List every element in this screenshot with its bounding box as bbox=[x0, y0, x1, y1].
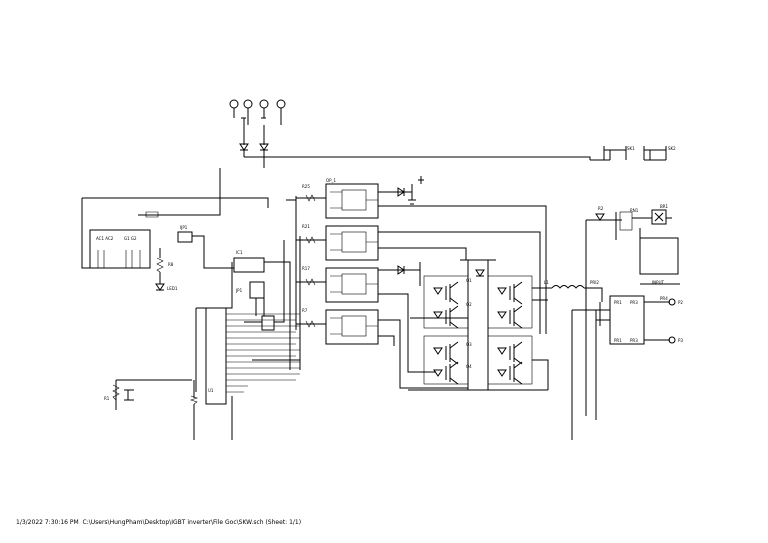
led-label: LED1 bbox=[167, 286, 178, 291]
svg-text:R25: R25 bbox=[302, 184, 310, 189]
svg-text:PR3: PR3 bbox=[630, 300, 638, 305]
bus-lines bbox=[252, 199, 301, 370]
svg-text:R21: R21 bbox=[302, 224, 310, 229]
rn1-label: RN1 bbox=[630, 208, 639, 213]
sk1-label: SK1 bbox=[627, 146, 635, 151]
svg-text:R7: R7 bbox=[302, 308, 308, 313]
u1-connector-strip: U1 bbox=[190, 262, 300, 440]
q3-label: Q3 bbox=[466, 342, 472, 347]
l1-label: L1 bbox=[544, 280, 549, 285]
svg-text:G1 G2: G1 G2 bbox=[124, 236, 137, 241]
svg-text:AC1 AC2: AC1 AC2 bbox=[96, 236, 114, 241]
left-ic-block: AC1 AC2 G1 G2 LED1 R8 bbox=[81, 168, 269, 291]
sk2-label: SK2 bbox=[668, 146, 676, 151]
svg-text:PR1: PR1 bbox=[614, 300, 622, 305]
svg-text:PR1: PR1 bbox=[614, 338, 622, 343]
bootstrap-network bbox=[378, 176, 547, 389]
svg-text:R17: R17 bbox=[302, 266, 310, 271]
opto-driver-column: OP_1 R25 R21 R17 R7 bbox=[295, 178, 379, 345]
r-left-label: R1 bbox=[104, 396, 110, 401]
sk-connectors: SK1 SK2 bbox=[590, 146, 676, 161]
ic1-area: IJP1 IC1 JP1 bbox=[177, 225, 291, 331]
svg-text:P3: P3 bbox=[678, 338, 683, 343]
jp1-label: JP1 bbox=[235, 288, 243, 293]
output-transformer: PR1 PR3 PR1 PR3 PR4 P2 P3 bbox=[571, 295, 683, 440]
q1-label: Q1 bbox=[466, 278, 472, 283]
output-choke: L1 PRI2 bbox=[532, 280, 603, 302]
print-footer: 1/3/2022 7:30:16 PM C:\Users\HungPham\De… bbox=[16, 519, 301, 526]
q4-label: Q4 bbox=[466, 364, 472, 369]
input-label: INPUT bbox=[652, 280, 665, 285]
svg-text:PR4: PR4 bbox=[660, 296, 668, 301]
input-block: INPUT RN1 BR1 R2 bbox=[585, 204, 680, 416]
u1-label: U1 bbox=[208, 388, 214, 393]
igbt-bridge: Q1 Q2 Q3 Q4 bbox=[408, 259, 549, 391]
trimmer-resistor: R1 bbox=[104, 379, 192, 410]
opto-block-label: OP_1 bbox=[326, 178, 337, 183]
footer-sheet: (Sheet: 1/1) bbox=[265, 519, 302, 526]
q2-label: Q2 bbox=[466, 302, 472, 307]
footer-timestamp: 1/3/2022 7:30:16 PM bbox=[16, 519, 79, 526]
svg-text:P2: P2 bbox=[678, 300, 683, 305]
svg-text:IJP1: IJP1 bbox=[180, 225, 188, 230]
ic1-label: IC1 bbox=[236, 250, 243, 255]
svg-text:R8: R8 bbox=[168, 262, 174, 267]
top-connector-group bbox=[229, 99, 591, 168]
r-top-label: R2 bbox=[598, 206, 604, 211]
svg-text:PRI2: PRI2 bbox=[590, 280, 599, 285]
svg-text:PR3: PR3 bbox=[630, 338, 638, 343]
svg-text:BR1: BR1 bbox=[660, 204, 669, 209]
footer-path: C:\Users\HungPham\Desktop\IGBT inverter\… bbox=[82, 519, 264, 526]
